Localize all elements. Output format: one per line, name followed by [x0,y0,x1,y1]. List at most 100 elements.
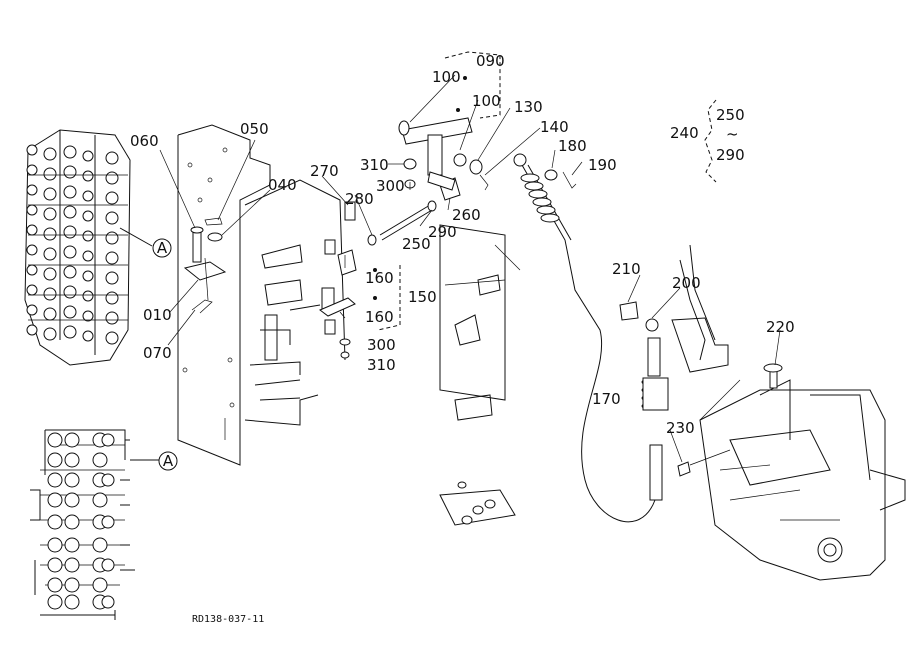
valve-port [82,190,94,202]
valve-port [105,191,119,205]
valve-schematic [30,429,160,620]
valve-port [63,245,77,259]
group-brackets [373,51,717,331]
label-270[interactable]: 270 [310,162,339,180]
label-220[interactable]: 220 [766,318,795,336]
label-280[interactable]: 280 [345,190,374,208]
valve-port [43,247,57,261]
valve-port [43,307,57,321]
frame-plate-drawing [177,124,346,466]
label-260[interactable]: 260 [452,206,481,224]
label-010[interactable]: 010 [143,306,172,324]
label-200-visible[interactable]: 200 [672,274,701,292]
valve-port [105,171,119,185]
valve-port [82,210,94,222]
schematic-port [92,577,108,593]
label-100-second[interactable]: 100 [472,92,501,110]
label-100-top[interactable]: 100 [432,68,461,86]
label-300-top[interactable]: 300 [376,177,405,195]
valve-port [43,167,57,181]
valve-port [82,250,94,262]
schematic-port [47,537,63,553]
control-valve-drawing [24,129,131,366]
part-drawings-left [183,217,227,314]
linkage-drawing [260,158,461,359]
label-210[interactable]: 210 [612,260,641,278]
schematic-port [47,492,63,508]
schematic-port [101,558,115,572]
label-290[interactable]: 290 [428,223,457,241]
schematic-port [64,452,80,468]
schematic-port [64,537,80,553]
schematic-port [101,515,115,529]
label-190[interactable]: 190 [588,156,617,174]
valve-port [105,331,119,345]
label-040[interactable]: 040 [268,176,297,194]
valve-port [105,151,119,165]
valve-port [82,290,94,302]
label-060[interactable]: 060 [130,132,159,150]
label-130[interactable]: 130 [514,98,543,116]
valve-port [26,204,38,216]
label-090[interactable]: 090 [476,52,505,70]
valve-port [82,330,94,342]
label-160-top[interactable]: 160 [365,269,394,287]
valve-port [63,145,77,159]
label-140[interactable]: 140 [540,118,569,136]
schematic-port [64,492,80,508]
cable-170-drawing [513,153,669,523]
valve-port [43,187,57,201]
label-150[interactable]: 150 [408,288,437,306]
valve-port [43,327,57,341]
label-240[interactable]: 240 [670,124,699,142]
valve-port [82,270,94,282]
marker-a-text-2: A [163,452,174,470]
valve-port [82,170,94,182]
label-050[interactable]: 050 [240,120,269,138]
leader-lines [159,74,781,463]
cable-boot-ring [540,213,560,223]
label-310-bottom[interactable]: 310 [367,356,396,374]
cable-boot-ring [524,181,544,191]
schematic-port [47,432,63,448]
schematic-port [64,472,80,488]
reference-marker-a-bottom: A [158,451,178,471]
label-300-bottom[interactable]: 300 [367,336,396,354]
valve-port [105,251,119,265]
schematic-port [64,514,80,530]
valve-port [63,305,77,319]
valve-port [43,267,57,281]
schematic-port [47,557,63,573]
label-310-top[interactable]: 310 [360,156,389,174]
label-170[interactable]: 170 [592,390,621,408]
range-from: 250 [716,106,745,124]
schematic-port [64,557,80,573]
part-180-190-drawing [544,169,577,189]
schematic-port [64,432,80,448]
range-tilde: ~ [726,125,739,143]
schematic-port [64,594,80,610]
marker-a-text: A [157,239,168,257]
valve-port [26,184,38,196]
part-090-drawing [398,117,489,191]
valve-port [105,311,119,325]
valve-port [63,285,77,299]
valve-port [105,291,119,305]
label-160-bottom[interactable]: 160 [365,308,394,326]
label-230[interactable]: 230 [666,419,695,437]
label-250[interactable]: 250 [402,235,431,253]
mid-bracket-drawing [439,224,521,526]
valve-port [63,185,77,199]
valve-port [26,304,38,316]
valve-port [63,225,77,239]
valve-port [43,287,57,301]
schematic-port [101,595,115,609]
valve-port [26,324,38,336]
label-070[interactable]: 070 [143,344,172,362]
valve-port [105,231,119,245]
schematic-port [92,452,108,468]
range-to: 290 [716,146,745,164]
schematic-port [47,452,63,468]
label-180[interactable]: 180 [558,137,587,155]
